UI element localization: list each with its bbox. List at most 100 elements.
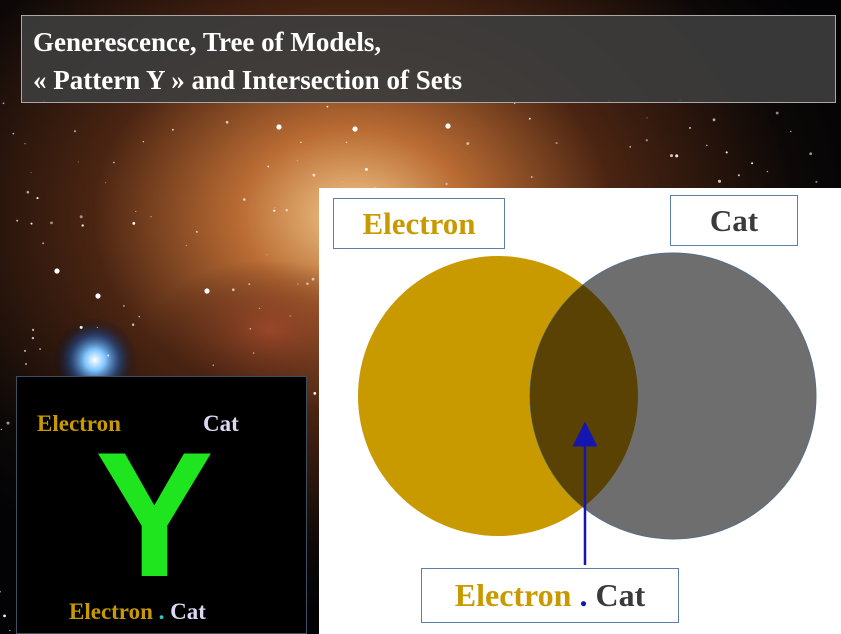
- pattern-y-cat-bottom: Cat: [170, 599, 206, 624]
- star: [809, 152, 812, 155]
- star: [297, 283, 298, 284]
- star: [39, 348, 41, 350]
- star: [27, 191, 30, 194]
- star: [274, 207, 275, 208]
- star: [6, 422, 9, 425]
- pattern-y-dot: .: [159, 599, 165, 624]
- star: [815, 181, 817, 183]
- star: [243, 198, 246, 201]
- star: [706, 145, 708, 147]
- star: [297, 160, 298, 161]
- star: [1, 429, 2, 430]
- star: [42, 242, 44, 244]
- star: [3, 102, 5, 104]
- star: [790, 131, 791, 132]
- star: [132, 324, 134, 326]
- star: [32, 329, 34, 331]
- pattern-y-electron-bottom: Electron: [69, 599, 153, 624]
- star: [3, 615, 6, 618]
- star: [342, 182, 343, 183]
- star: [132, 222, 135, 225]
- star: [172, 129, 174, 131]
- star: [313, 392, 316, 395]
- star: [30, 223, 32, 225]
- star: [273, 210, 275, 212]
- star: [751, 162, 753, 164]
- star: [365, 168, 368, 171]
- star: [646, 139, 648, 141]
- star: [232, 288, 235, 291]
- electron-label: Electron: [362, 206, 475, 241]
- star: [36, 197, 38, 199]
- star: [9, 630, 10, 631]
- star: [123, 305, 125, 307]
- star: [82, 224, 84, 226]
- title-line-2: « Pattern Y » and Intersection of Sets: [33, 65, 462, 95]
- star: [306, 283, 308, 285]
- star: [143, 141, 144, 142]
- star: [646, 117, 647, 118]
- star: [248, 283, 250, 285]
- star: [107, 354, 109, 356]
- star: [253, 352, 255, 354]
- star: [196, 231, 198, 233]
- star: [105, 182, 106, 183]
- star: [266, 254, 267, 255]
- cat-label-box: Cat: [670, 195, 798, 246]
- star: [138, 316, 139, 317]
- star: [16, 220, 18, 222]
- star: [12, 133, 14, 135]
- star: [556, 142, 558, 144]
- star: [675, 154, 678, 157]
- star: [25, 363, 27, 365]
- star: [529, 118, 531, 120]
- bright-star: [352, 126, 357, 131]
- intersection-label-dot: .: [579, 577, 587, 613]
- star: [445, 183, 447, 185]
- electron-label-box: Electron: [333, 198, 505, 249]
- pattern-y-result: Electron . Cat: [69, 599, 206, 625]
- bright-star: [54, 268, 59, 273]
- star: [250, 328, 252, 330]
- bright-star: [445, 123, 450, 128]
- star: [31, 172, 32, 173]
- star: [726, 151, 728, 153]
- bright-star: [204, 288, 209, 293]
- star: [97, 327, 98, 328]
- pattern-y-panel: Electron Cat Y Electron . Cat: [16, 376, 307, 634]
- intersection-label-electron: Electron: [455, 577, 572, 613]
- star: [776, 112, 779, 115]
- star: [74, 130, 76, 132]
- star: [213, 365, 214, 366]
- cat-label: Cat: [710, 203, 758, 238]
- star: [135, 211, 136, 212]
- star: [346, 142, 348, 144]
- bright-star: [95, 293, 100, 298]
- title-line-1: Generescence, Tree of Models,: [33, 27, 381, 57]
- bright-star: [276, 124, 281, 129]
- intersection-label-cat: Cat: [595, 577, 645, 613]
- intersection-label-box: Electron . Cat: [421, 568, 679, 623]
- star: [312, 174, 315, 177]
- star: [290, 315, 291, 316]
- star: [713, 118, 716, 121]
- star: [718, 180, 721, 183]
- star: [267, 166, 269, 168]
- star: [186, 245, 187, 246]
- star: [531, 176, 533, 178]
- star: [670, 154, 673, 157]
- star: [300, 141, 302, 143]
- title-banner: Generescence, Tree of Models, « Pattern …: [21, 15, 836, 103]
- star: [226, 121, 229, 124]
- star: [24, 350, 26, 352]
- star: [767, 171, 769, 173]
- star: [738, 174, 740, 176]
- star: [113, 162, 115, 164]
- star: [327, 106, 329, 108]
- star: [286, 209, 288, 211]
- star: [24, 143, 25, 144]
- star: [50, 222, 53, 225]
- star: [80, 326, 83, 329]
- star: [150, 216, 151, 217]
